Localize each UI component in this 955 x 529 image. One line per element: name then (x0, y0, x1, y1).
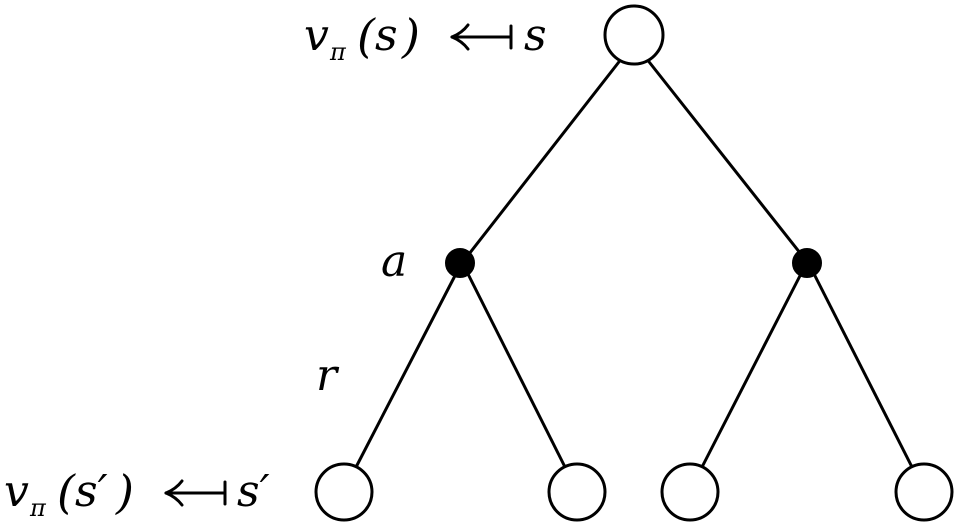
root-state-node (603, 4, 665, 66)
bottom-update-label: v π ( s′ ) s′ (4, 465, 270, 522)
reward-label: r (316, 350, 340, 401)
top-value-symbol: v (304, 10, 329, 61)
top-backup-arrow (450, 23, 513, 51)
top-update-label: v π ( s ) s (304, 9, 547, 66)
action-label: a (381, 236, 407, 287)
bottom-backup-arrow (164, 479, 227, 507)
tree-edges (352, 57, 916, 472)
bottom-state-symbol: s′ (237, 466, 270, 517)
right-action-node (792, 248, 822, 278)
edge-left-action-leaf-1 (352, 265, 462, 472)
edge-root-right-action (644, 57, 810, 264)
top-close-paren: ) (401, 9, 420, 63)
top-argument: s (375, 10, 398, 61)
bottom-value-symbol: v (4, 466, 29, 517)
top-value-subscript: π (329, 38, 347, 66)
edge-right-action-leaf-4 (808, 265, 916, 472)
leaf-state-node-3 (660, 462, 720, 522)
edge-root-left-action (460, 57, 624, 264)
edge-left-action-leaf-2 (462, 265, 569, 472)
bottom-close-paren: ) (115, 465, 134, 519)
left-action-node (445, 248, 475, 278)
top-state-symbol: s (524, 10, 547, 61)
bottom-open-paren: ( (57, 465, 76, 519)
bottom-argument: s′ (75, 466, 108, 517)
top-open-paren: ( (357, 9, 376, 63)
leaf-state-node-4 (894, 462, 954, 522)
bottom-value-subscript: π (29, 494, 47, 522)
leaf-state-node-1 (314, 462, 374, 522)
edge-right-action-leaf-3 (698, 265, 807, 472)
leaf-state-node-2 (547, 462, 607, 522)
